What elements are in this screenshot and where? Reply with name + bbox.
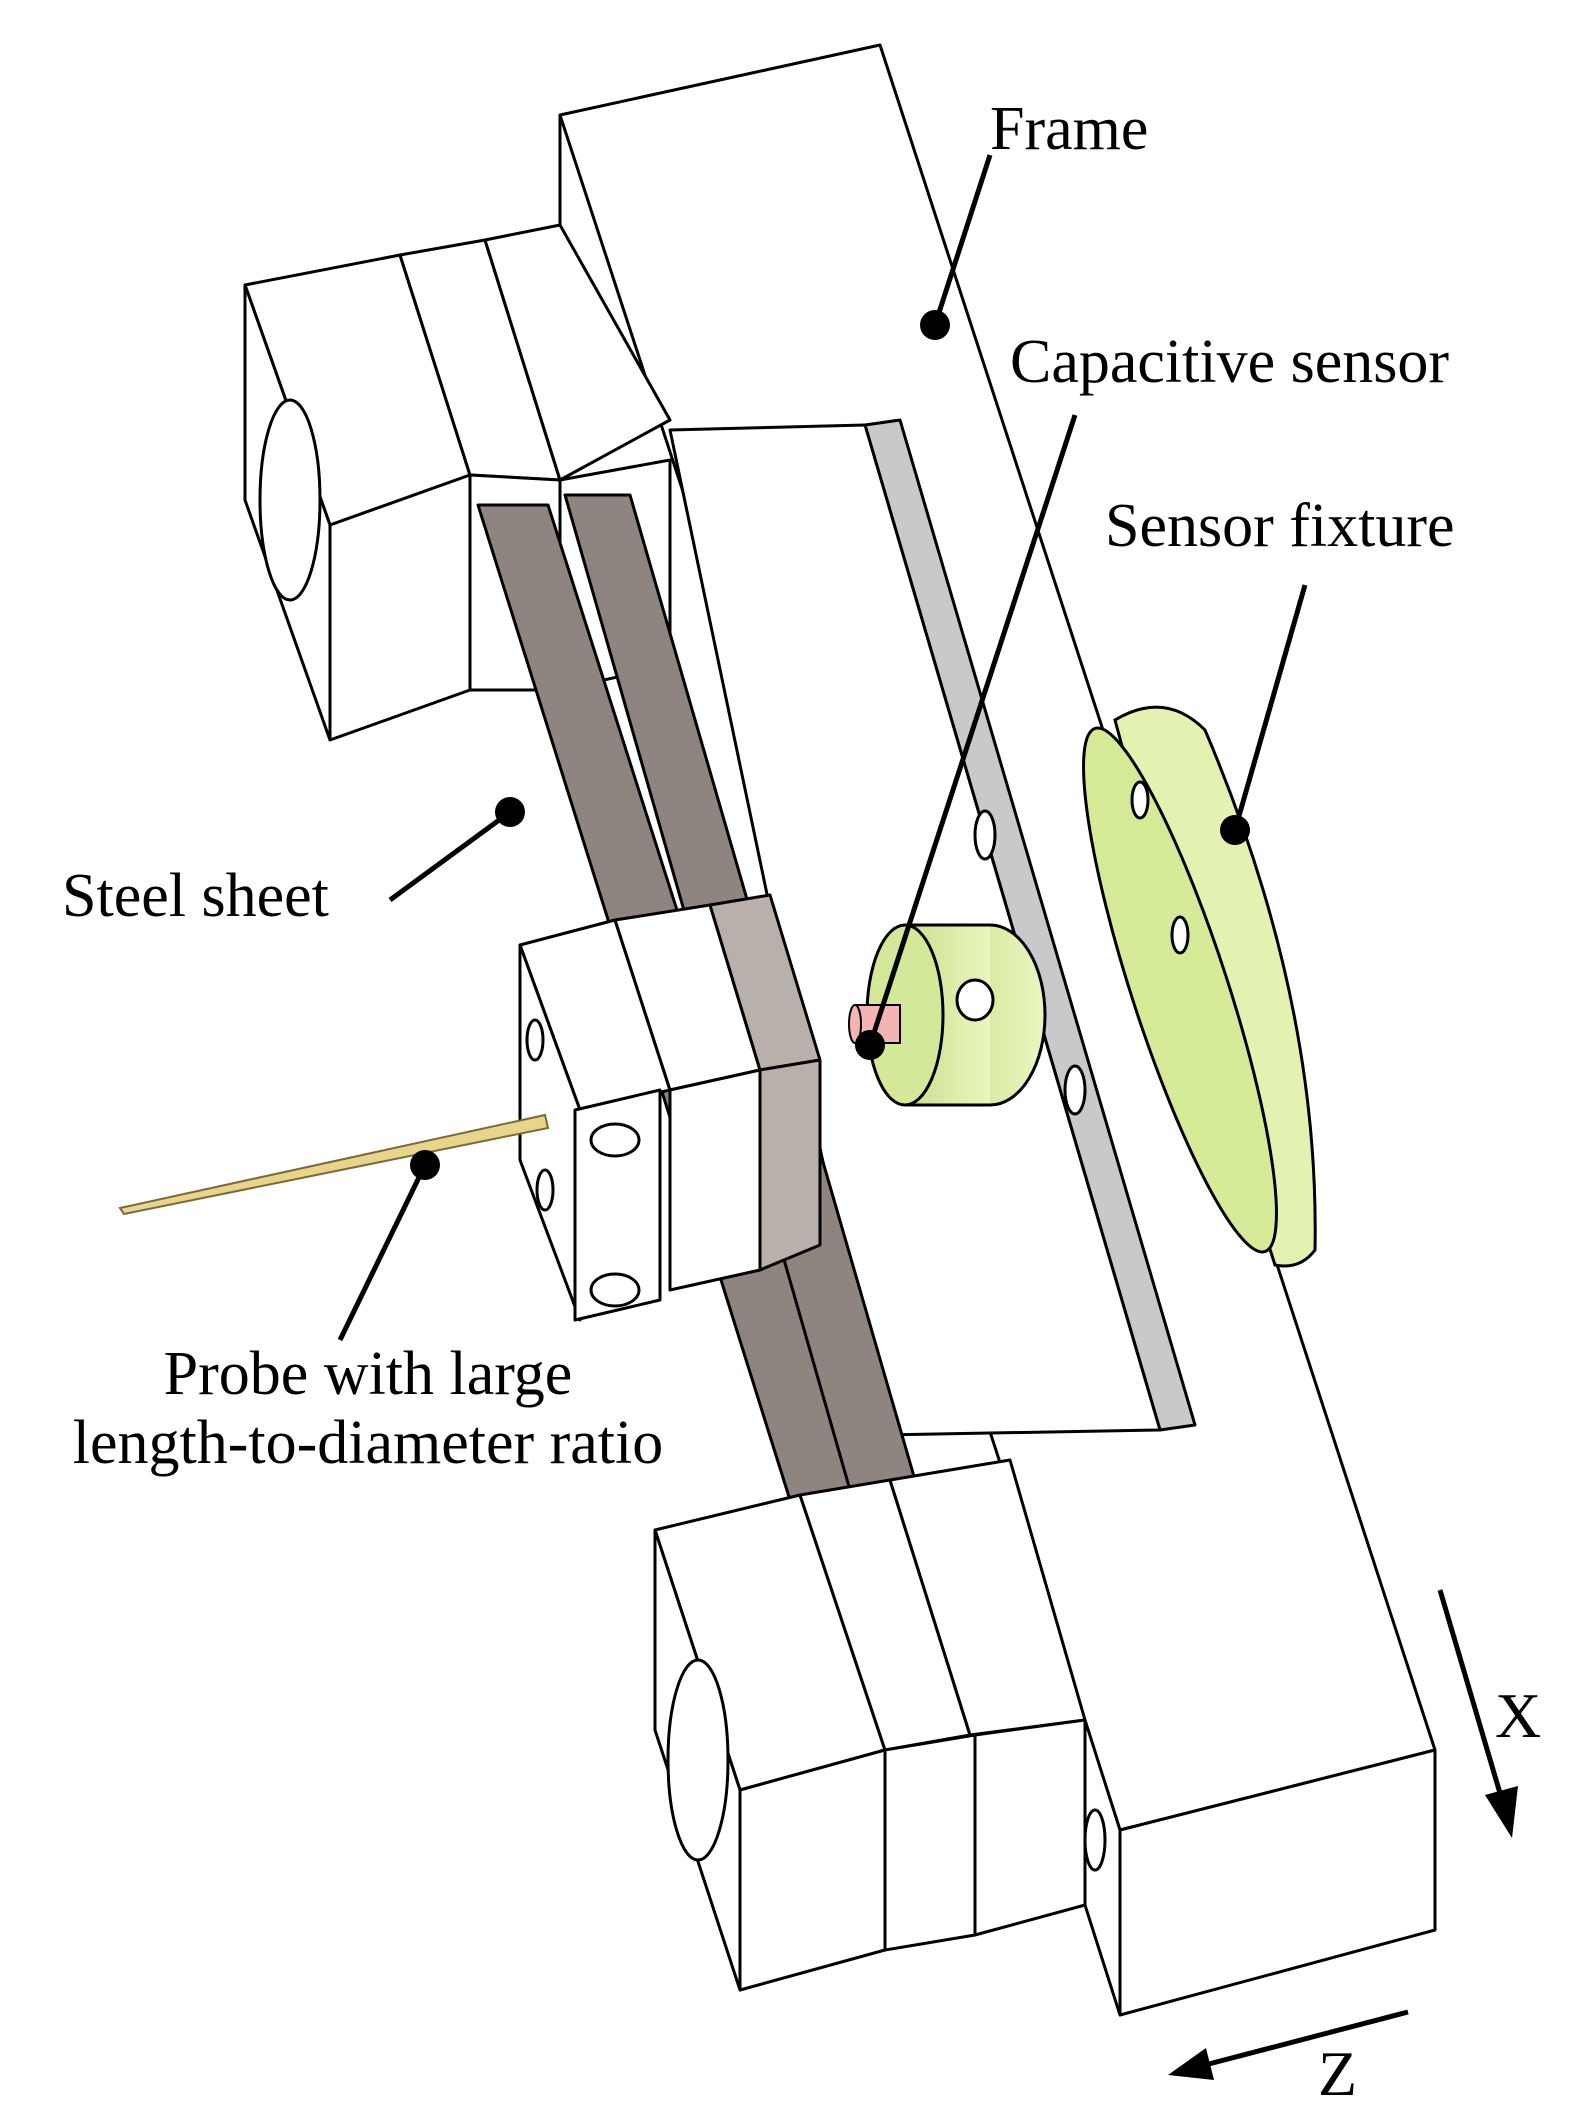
lower-block-front-mid xyxy=(883,1733,977,1952)
leader-frame xyxy=(932,154,993,326)
label-probe-line2: length-to-diameter ratio xyxy=(72,1409,664,1478)
dot-steel-sheet xyxy=(495,797,525,827)
leader-sensor-fixture xyxy=(1232,584,1308,831)
lower-clamp-block xyxy=(653,1458,1087,1992)
probe-holder xyxy=(518,893,822,1322)
leaders xyxy=(337,154,1308,1342)
label-probe-line1: Probe with large xyxy=(163,1340,573,1408)
axis-x-arrow xyxy=(1437,1589,1505,1801)
upper-block-bore xyxy=(258,398,322,602)
leader-steel-sheet xyxy=(388,809,512,903)
leader-probe xyxy=(337,1163,428,1342)
sensor-set-screw xyxy=(955,978,995,1022)
label-probe: Probe with large length-to-diameter rati… xyxy=(28,1340,708,1479)
upper-clamp-block xyxy=(243,223,672,742)
probe xyxy=(118,1113,550,1216)
label-axis-z: Z xyxy=(1318,2038,1358,2109)
clamp-screw-bottom xyxy=(589,1272,641,1308)
holder-hole-1 xyxy=(525,1018,545,1062)
fixture-face xyxy=(1082,726,1278,1254)
capacitive-sensor xyxy=(848,923,1047,1107)
clamp-screw-top xyxy=(589,1122,641,1158)
axis-z-arrow xyxy=(1204,2009,1409,2068)
label-steel-sheet: Steel sheet xyxy=(62,862,329,930)
probe-shaft xyxy=(118,1113,550,1216)
holder-front-mid xyxy=(668,1068,762,1292)
holder-front-right xyxy=(758,1058,822,1272)
lower-block-bore xyxy=(666,1658,730,1862)
leader-capacitive-sensor xyxy=(867,414,1078,1046)
sensor-fixture xyxy=(1082,705,1317,1268)
rail-hole-1 xyxy=(973,809,997,861)
frame-end-hole xyxy=(1083,1808,1107,1872)
dot-capacitive-sensor xyxy=(855,1030,885,1060)
axis-arrows xyxy=(1168,1589,1518,2080)
label-capacitive-sensor: Capacitive sensor xyxy=(1010,328,1450,396)
lower-block-front-right xyxy=(973,1718,1087,1937)
label-axis-x: X xyxy=(1495,1680,1542,1751)
dot-probe xyxy=(410,1150,440,1180)
label-sensor-fixture: Sensor fixture xyxy=(1105,492,1455,560)
rail-hole-2 xyxy=(1063,1064,1087,1116)
upper-block-top-right xyxy=(483,223,672,482)
holder-hole-2 xyxy=(535,1168,555,1212)
dot-frame xyxy=(920,310,950,340)
label-frame: Frame xyxy=(990,95,1149,163)
dot-sensor-fixture xyxy=(1220,815,1250,845)
lower-block-front xyxy=(738,1748,887,1992)
